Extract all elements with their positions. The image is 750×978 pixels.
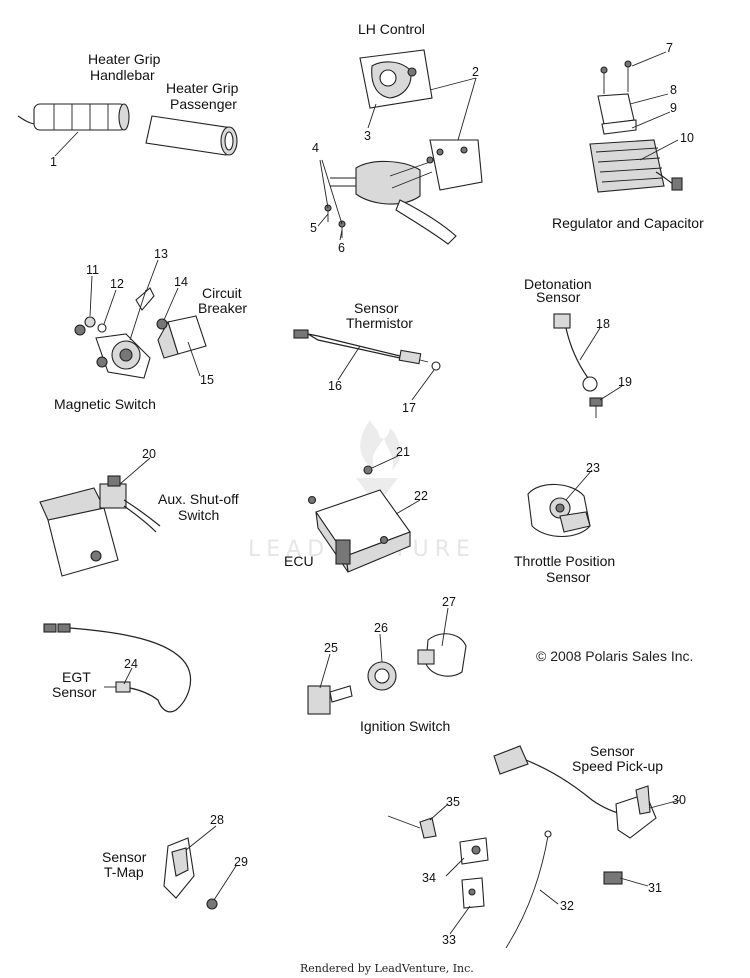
label-sensor-speed-pickup-2: Speed Pick-up <box>572 758 663 774</box>
callout-20: 20 <box>142 447 156 461</box>
speed-pickup-hardware-part <box>387 815 552 949</box>
callout-8: 8 <box>670 83 677 97</box>
callout-21: 21 <box>396 445 410 459</box>
egt-sensor-part <box>43 623 191 713</box>
callout-7: 7 <box>666 41 673 55</box>
callout-35: 35 <box>446 795 460 809</box>
ignition-switch-part <box>307 633 467 715</box>
callout-27: 27 <box>442 595 456 609</box>
leader-lines <box>54 51 681 935</box>
callout-13: 13 <box>154 247 168 261</box>
callout-6: 6 <box>338 241 345 255</box>
label-ignition-switch: Ignition Switch <box>360 718 450 734</box>
label-sensor-thermistor-1: Sensor <box>354 300 399 316</box>
label-detonation-sensor-2: Sensor <box>536 289 581 305</box>
callout-19: 19 <box>618 375 632 389</box>
label-egt-sensor-1: EGT <box>62 669 91 685</box>
callout-28: 28 <box>210 813 224 827</box>
label-heater-grip-passenger-2: Passenger <box>170 96 237 112</box>
label-lh-control: LH Control <box>358 21 425 37</box>
callout-17: 17 <box>402 401 416 415</box>
watermark-base-shape <box>356 478 398 494</box>
callout-29: 29 <box>234 855 248 869</box>
label-sensor-tmap-2: T-Map <box>104 864 144 880</box>
callout-22: 22 <box>414 489 428 503</box>
detonation-sensor-part <box>553 313 603 418</box>
label-throttle-position-1: Throttle Position <box>514 553 615 569</box>
footer-credit: Rendered by LeadVenture, Inc. <box>300 962 474 975</box>
callout-3: 3 <box>364 129 371 143</box>
callout-31: 31 <box>648 881 662 895</box>
label-heater-grip-passenger-1: Heater Grip <box>166 80 239 96</box>
label-egt-sensor-2: Sensor <box>52 684 97 700</box>
callout-26: 26 <box>374 621 388 635</box>
label-throttle-position-2: Sensor <box>546 569 591 585</box>
label-aux-shutoff-2: Switch <box>178 507 219 523</box>
label-sensor-tmap-1: Sensor <box>102 849 147 865</box>
callout-14: 14 <box>174 275 188 289</box>
aux-shutoff-switch-part <box>39 475 161 577</box>
label-regulator-and-capacitor: Regulator and Capacitor <box>552 215 704 231</box>
speed-pickup-part <box>493 745 657 885</box>
callout-4: 4 <box>312 141 319 155</box>
callout-34: 34 <box>422 871 436 885</box>
label-circuit-breaker-2: Breaker <box>198 300 247 316</box>
heater-grip-passenger-part <box>145 115 238 156</box>
regulator-capacitor-part <box>589 60 683 193</box>
callout-5: 5 <box>310 221 317 235</box>
label-magnetic-switch: Magnetic Switch <box>54 396 156 412</box>
label-heater-grip-handlebar-1: Heater Grip <box>88 51 161 67</box>
label-heater-grip-handlebar-2: Handlebar <box>90 67 155 83</box>
callout-30: 30 <box>672 793 686 807</box>
callout-9: 9 <box>670 101 677 115</box>
throttle-position-sensor-part <box>527 483 591 537</box>
callouts: 1 2 3 4 5 6 7 8 9 10 11 12 13 14 15 16 1… <box>50 41 694 947</box>
callout-25: 25 <box>324 641 338 655</box>
ecu-part <box>307 465 411 573</box>
label-aux-shutoff-1: Aux. Shut-off <box>158 491 239 507</box>
callout-33: 33 <box>442 933 456 947</box>
callout-15: 15 <box>200 373 214 387</box>
callout-1: 1 <box>50 155 57 169</box>
label-detonation-sensor-1: Detonation <box>524 276 592 292</box>
label-sensor-thermistor-2: Thermistor <box>346 315 413 331</box>
labels: Heater Grip Handlebar Heater Grip Passen… <box>52 21 704 975</box>
watermark-flame-icon <box>360 420 401 470</box>
callout-23: 23 <box>586 461 600 475</box>
callout-16: 16 <box>328 379 342 393</box>
callout-18: 18 <box>596 317 610 331</box>
callout-10: 10 <box>680 131 694 145</box>
label-circuit-breaker-1: Circuit <box>202 285 242 301</box>
circuit-breaker-part <box>156 315 207 359</box>
label-sensor-speed-pickup-1: Sensor <box>590 743 635 759</box>
callout-32: 32 <box>560 899 574 913</box>
callout-24: 24 <box>124 657 138 671</box>
sensor-thermistor-part <box>293 329 441 371</box>
callout-11: 11 <box>86 263 99 277</box>
lh-control-part <box>324 49 483 245</box>
callout-12: 12 <box>110 277 124 291</box>
tmap-sensor-part <box>163 837 218 910</box>
magnetic-switch-part <box>74 287 155 379</box>
copyright-notice: © 2008 Polaris Sales Inc. <box>536 648 693 664</box>
callout-2: 2 <box>472 65 479 79</box>
heater-grip-handlebar-part <box>17 103 130 131</box>
label-ecu: ECU <box>284 553 314 569</box>
